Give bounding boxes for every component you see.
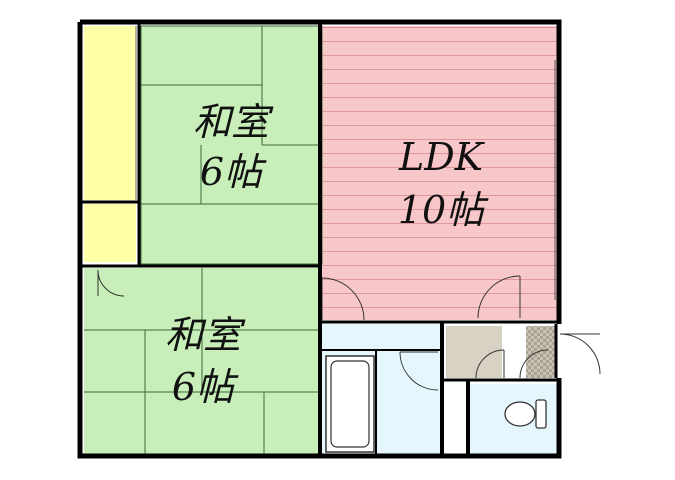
- washitsu-bottom-size: 6帖: [172, 365, 239, 409]
- interior-walls: [82, 22, 560, 456]
- toilet-icon: [504, 399, 547, 429]
- washitsu-bottom-name: 和室: [165, 313, 246, 357]
- door-swing-ldk-right: [477, 275, 521, 319]
- closet-small: [84, 204, 136, 262]
- washitsu-top-size: 6帖: [200, 150, 267, 194]
- ldk-name: LDK: [398, 135, 486, 179]
- closet-top: [84, 26, 137, 200]
- ldk-size: 10帖: [398, 188, 489, 232]
- washitsu-top-name: 和室: [193, 100, 274, 144]
- entrance-tiles: [526, 326, 556, 378]
- washroom-door-swing: [399, 351, 439, 391]
- door-swing-inner: [519, 349, 549, 379]
- bathtub-icon: [325, 355, 375, 453]
- ldk-floor: [322, 26, 557, 320]
- washitsu-bottom-tatami: [84, 268, 322, 454]
- door-swing-front-door: [559, 333, 601, 375]
- outer-walls: [77, 19, 562, 459]
- door-swing-washitsu-bottom: [97, 269, 125, 297]
- door-swing-entrance: [475, 349, 505, 379]
- washitsu-top-tatami: [140, 25, 323, 265]
